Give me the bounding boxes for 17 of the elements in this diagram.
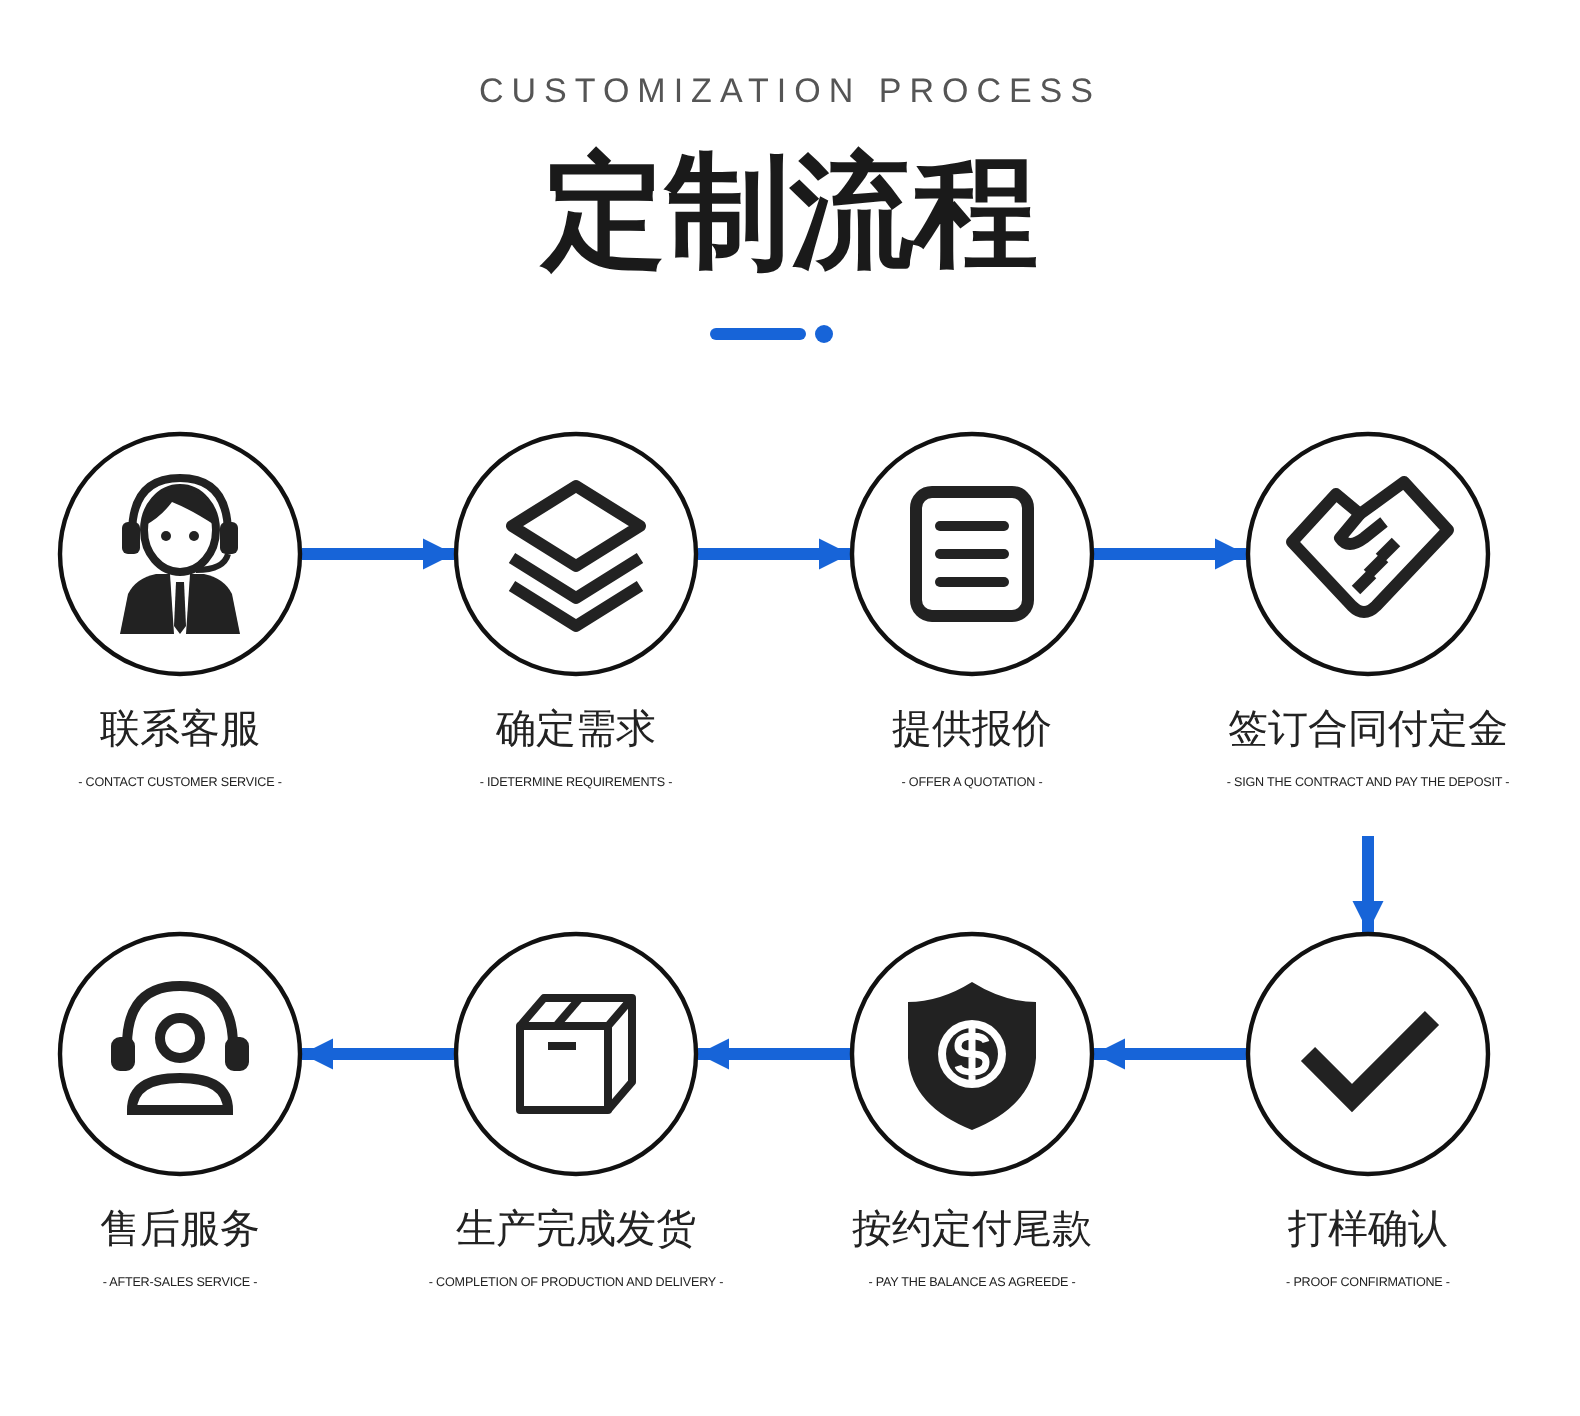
step-title: 打样确认 bbox=[1286, 1204, 1450, 1252]
flow-arrow bbox=[698, 538, 850, 570]
step-title: 生产完成发货 bbox=[454, 1204, 698, 1252]
title: 定制流程 bbox=[537, 136, 1040, 288]
step-title: 联系客服 bbox=[98, 704, 262, 752]
flow-arrow bbox=[698, 1038, 850, 1070]
step-title: 提供报价 bbox=[890, 704, 1054, 752]
flow-arrow bbox=[1094, 1038, 1246, 1070]
subtitle: CUSTOMIZATION PROCESS bbox=[476, 72, 1103, 112]
step-title: 确定需求 bbox=[494, 704, 658, 752]
step-title: 按约定付尾款 bbox=[850, 1204, 1094, 1252]
step-title: 签订合同付定金 bbox=[1226, 704, 1510, 752]
flow-arrow bbox=[1352, 836, 1384, 932]
flow-arrow bbox=[1094, 538, 1246, 570]
flow-arrow bbox=[302, 538, 454, 570]
flow-arrow bbox=[302, 1038, 454, 1070]
step-title: 售后服务 bbox=[98, 1204, 262, 1252]
